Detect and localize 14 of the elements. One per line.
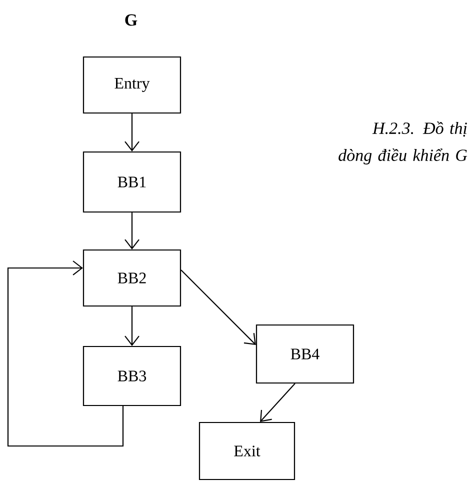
process-box: BB2 [82, 249, 182, 307]
process-box: BB3 [82, 346, 182, 406]
process-box: Exit [198, 422, 296, 480]
process-box: BB4 [256, 324, 354, 384]
process-box: BB1 [82, 151, 182, 213]
arrow [7, 260, 124, 447]
arrow [180, 270, 256, 345]
arrow [124, 114, 140, 152]
process-box: Entry [82, 56, 182, 114]
diagram-title: G [125, 14, 138, 26]
arrow [124, 212, 140, 250]
arrow [124, 306, 140, 346]
figure-caption: H.2.3. Đồ thị dòng điều khiển G [338, 122, 468, 164]
arrow [260, 383, 296, 422]
